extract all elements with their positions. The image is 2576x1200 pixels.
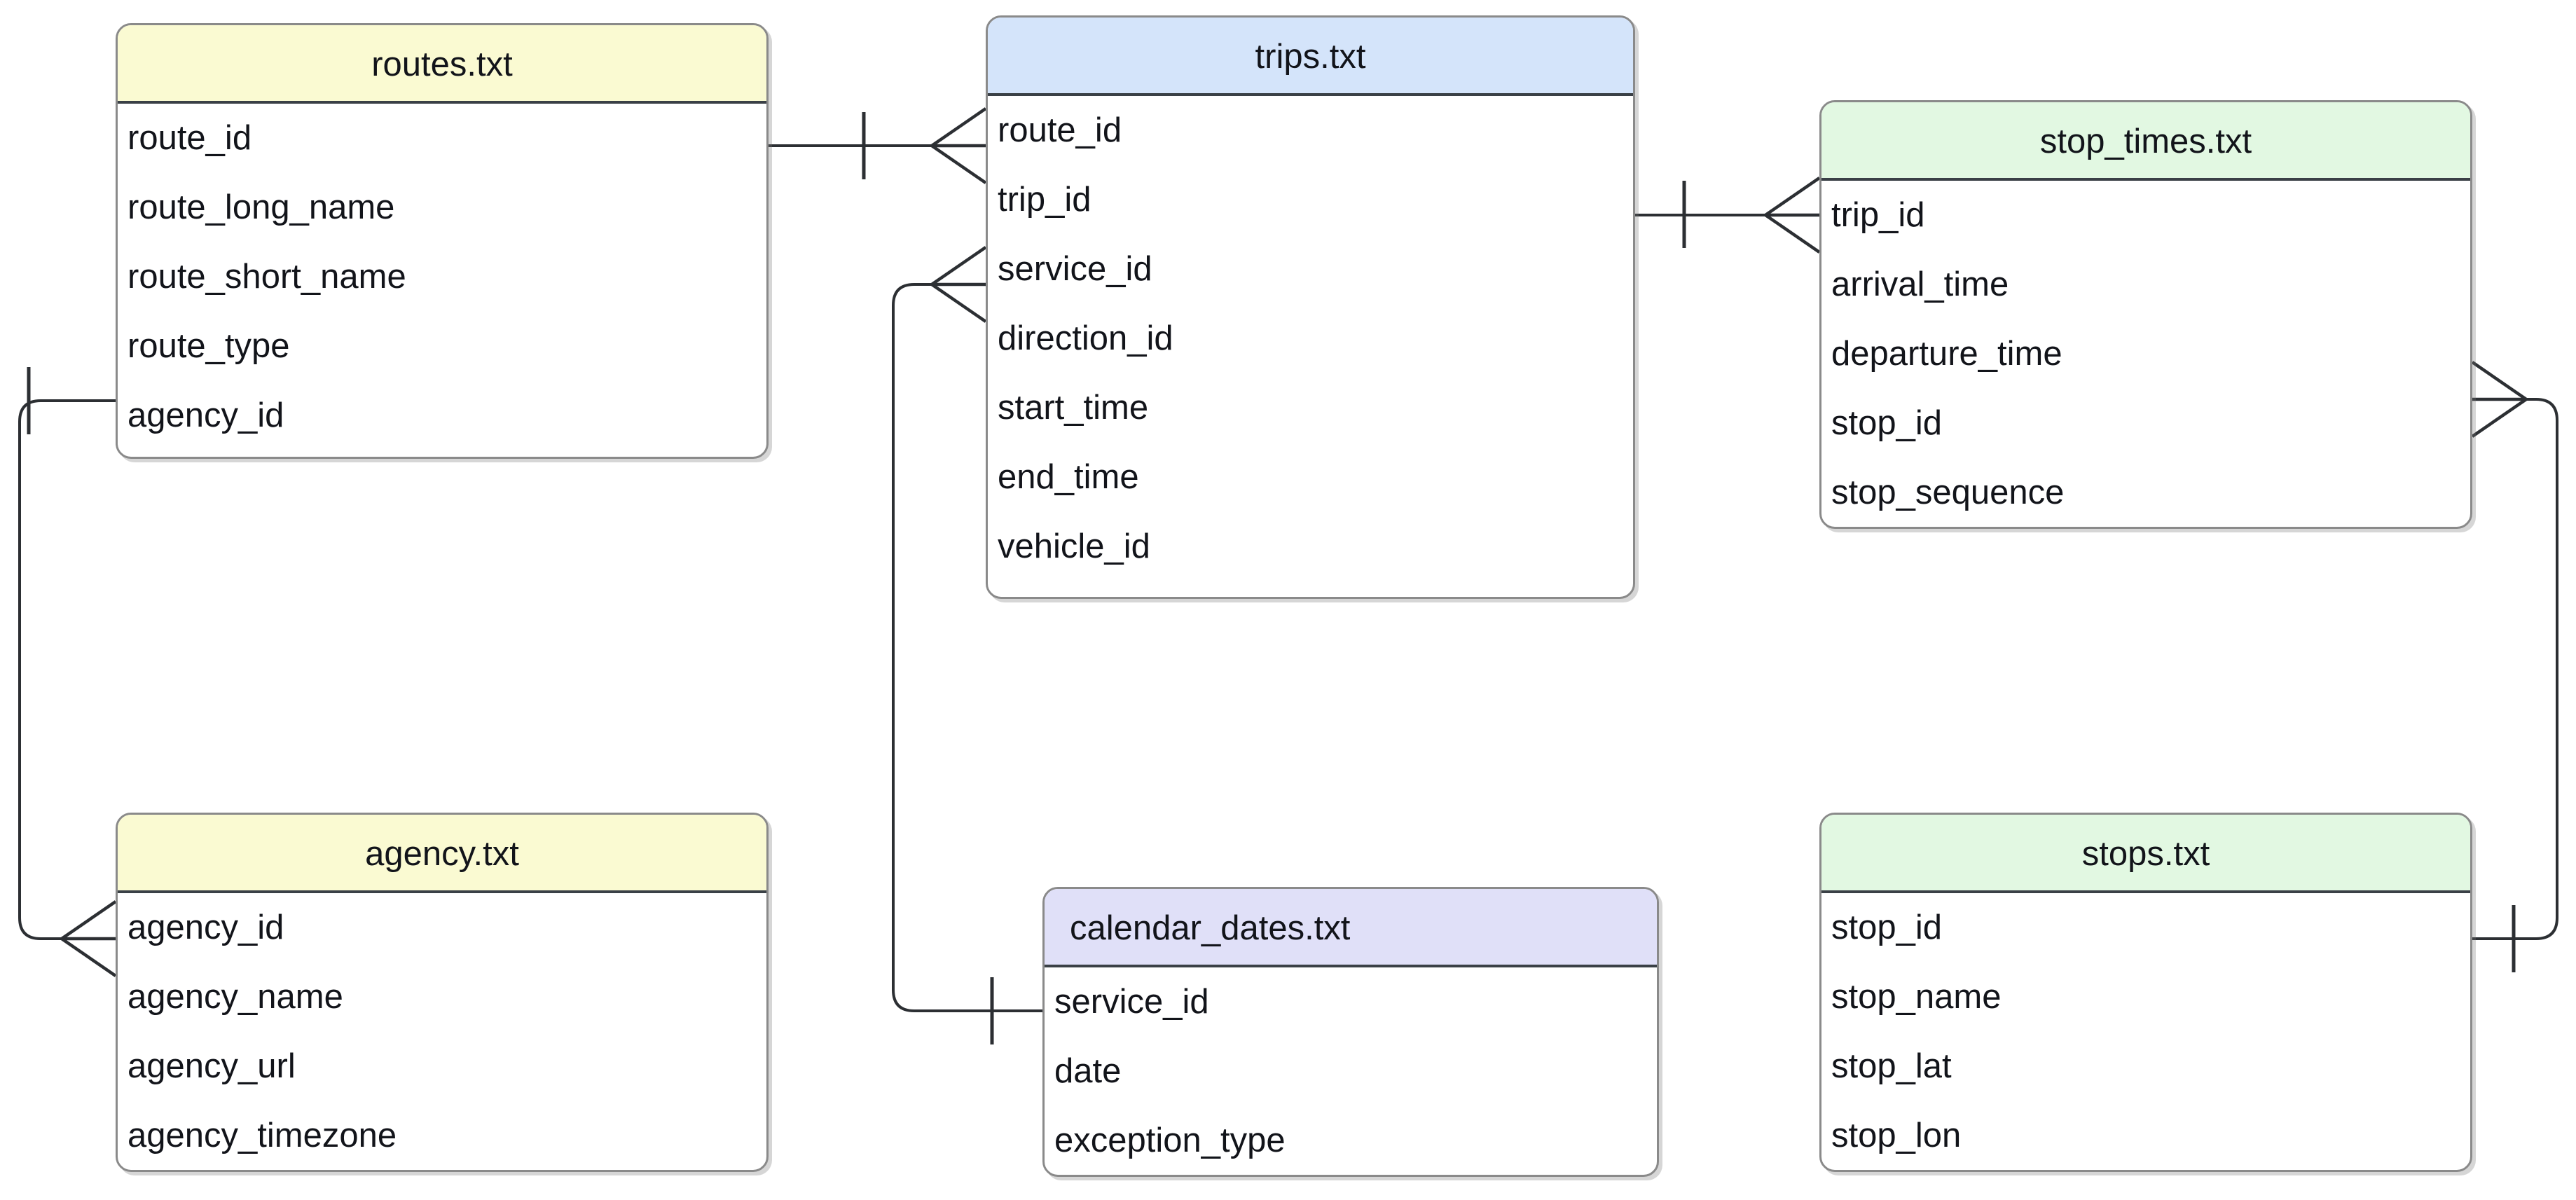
field-start-time: start_time <box>998 389 1149 427</box>
field-route-id: route_id <box>128 119 252 157</box>
field-stop-sequence: stop_sequence <box>1831 474 2065 511</box>
field-route-type: route_type <box>128 327 290 365</box>
field-stop-name: stop_name <box>1831 978 2002 1016</box>
field-trips-service-id: service_id <box>998 250 1152 288</box>
field-trips-route-id: route_id <box>998 111 1122 149</box>
field-route-short-name: route_short_name <box>128 258 406 296</box>
entity-routes[interactable]: routes.txt route_id route_long_name rout… <box>116 23 769 459</box>
entity-calendar-dates-title: calendar_dates.txt <box>1045 889 1657 967</box>
entity-calendar-dates[interactable]: calendar_dates.txt service_id date excep… <box>1042 887 1659 1177</box>
field-trips-trip-id: trip_id <box>998 181 1091 219</box>
entity-stops-title: stops.txt <box>1821 815 2470 893</box>
routes-agency-line <box>18 399 116 940</box>
relationship-routes-agency <box>18 367 117 977</box>
field-stops-stop-id: stop_id <box>1831 909 1943 946</box>
field-calendar-service-id: service_id <box>1054 983 1209 1021</box>
entity-agency-fields: agency_id agency_name agency_url agency_… <box>118 893 766 1170</box>
field-vehicle-id: vehicle_id <box>998 527 1150 565</box>
field-stoptimes-trip-id: trip_id <box>1831 196 1925 234</box>
entity-stop-times-title: stop_times.txt <box>1821 102 2470 181</box>
entity-agency[interactable]: agency.txt agency_id agency_name agency_… <box>116 813 769 1172</box>
routes-trips-crowfoot <box>929 107 987 184</box>
field-departure-time: departure_time <box>1831 335 2062 373</box>
entity-stop-times[interactable]: stop_times.txt trip_id arrival_time depa… <box>1819 100 2472 529</box>
relationship-trips-stop_times <box>1635 177 1821 254</box>
entity-stop-times-fields: trip_id arrival_time departure_time stop… <box>1821 181 2470 527</box>
entity-stops[interactable]: stops.txt stop_id stop_name stop_lat sto… <box>1819 813 2472 1172</box>
entity-stops-fields: stop_id stop_name stop_lat stop_lon <box>1821 893 2470 1170</box>
entity-routes-title: routes.txt <box>118 25 766 104</box>
entity-routes-fields: route_id route_long_name route_short_nam… <box>118 104 766 450</box>
field-arrival-time: arrival_time <box>1831 265 2009 303</box>
entity-calendar-dates-fields: service_id date exception_type <box>1045 967 1657 1175</box>
relationship-stops-stoptimes <box>2471 361 2558 972</box>
relationship-routes-trips <box>769 107 987 184</box>
routes-agency-crowfoot <box>59 900 117 977</box>
field-agency-name: agency_name <box>128 978 343 1016</box>
field-stop-lon: stop_lon <box>1831 1117 1962 1154</box>
field-stoptimes-stop-id: stop_id <box>1831 404 1943 442</box>
entity-agency-title: agency.txt <box>118 815 766 893</box>
stops-stoptimes-line <box>2472 398 2558 940</box>
entity-trips-title: trips.txt <box>988 18 1633 96</box>
field-agency-id: agency_id <box>128 909 284 946</box>
field-agency-timezone: agency_timezone <box>128 1117 397 1154</box>
field-agency-url: agency_url <box>128 1047 296 1085</box>
field-date: date <box>1054 1052 1122 1090</box>
field-direction-id: direction_id <box>998 319 1173 357</box>
field-route-long-name: route_long_name <box>128 188 395 226</box>
field-stop-lat: stop_lat <box>1831 1047 1952 1085</box>
stops-stoptimes-crowfoot <box>2471 361 2529 438</box>
field-end-time: end_time <box>998 458 1139 496</box>
field-exception-type: exception_type <box>1054 1122 1286 1159</box>
entity-trips[interactable]: trips.txt route_id trip_id service_id di… <box>986 15 1635 599</box>
trips-stoptimes-crowfoot <box>1763 177 1821 254</box>
field-routes-agency-id: agency_id <box>128 396 284 434</box>
entity-trips-fields: route_id trip_id service_id direction_id… <box>988 96 1633 581</box>
calendar-trips-crowfoot <box>929 246 987 323</box>
